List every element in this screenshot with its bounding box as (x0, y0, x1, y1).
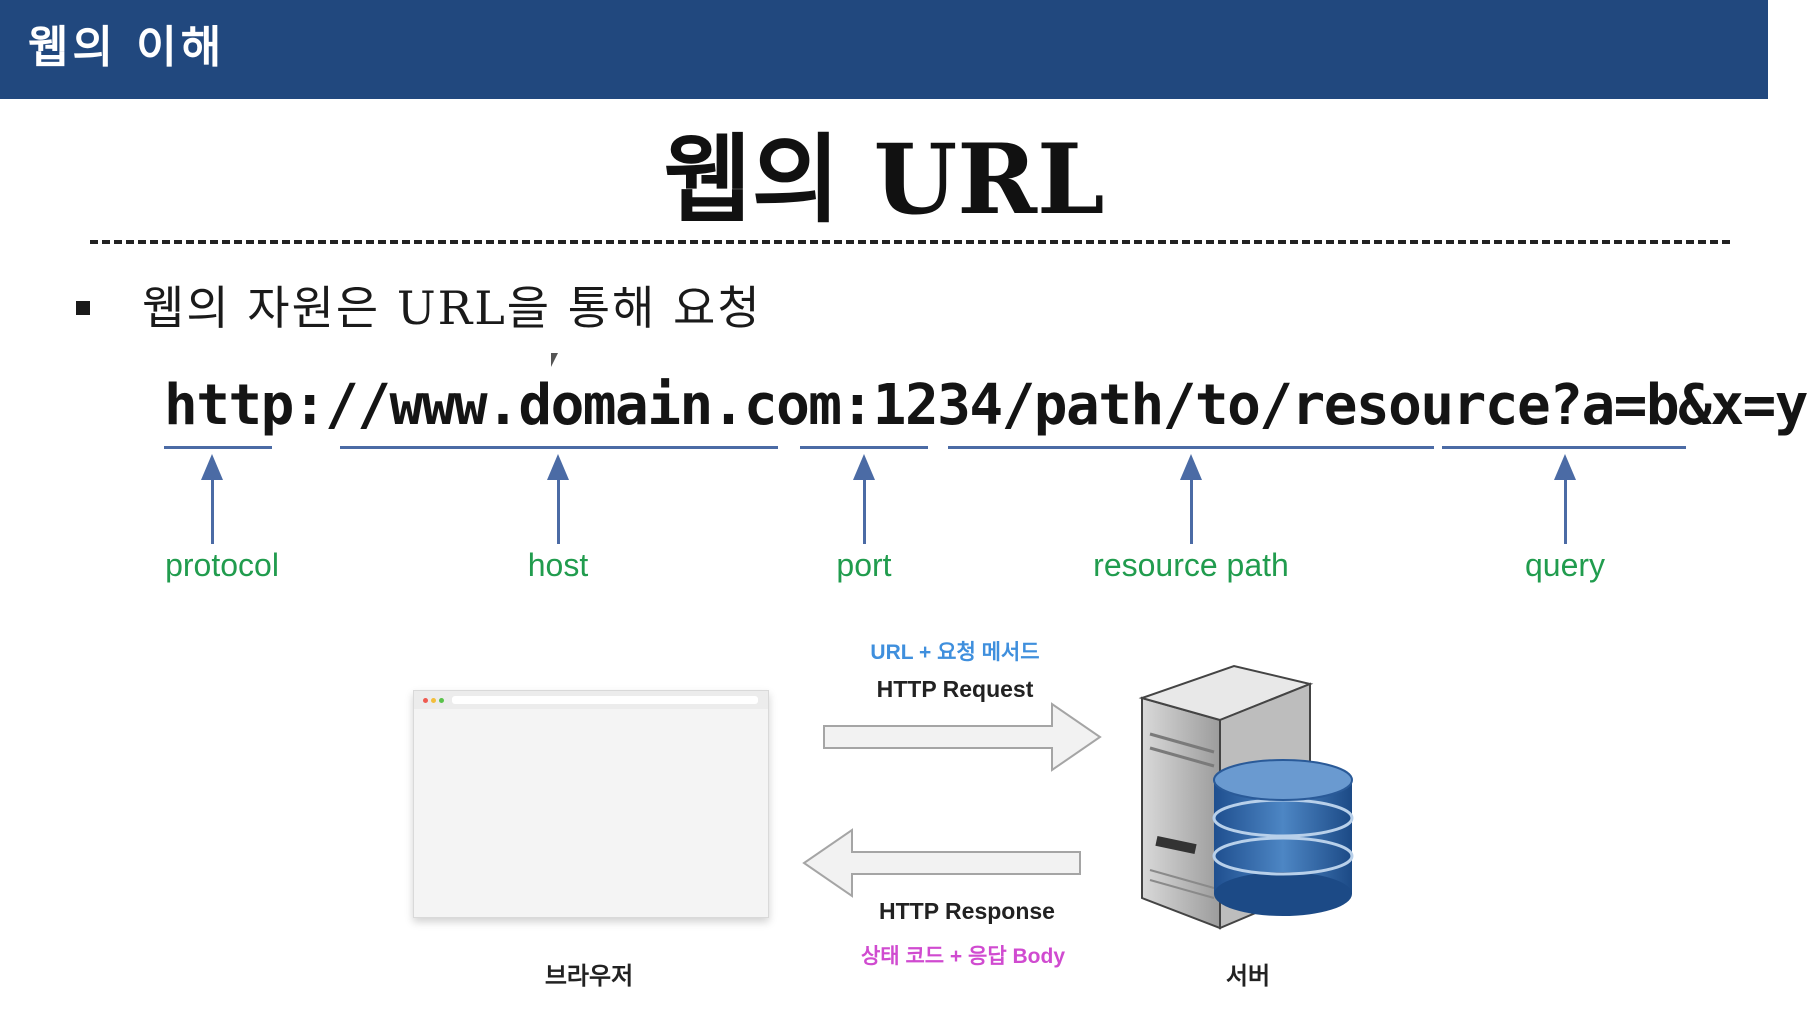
server-caption: 서버 (1225, 962, 1271, 990)
label-resource-path: resource path (1093, 547, 1289, 583)
header-bar: 웹의 이해 (0, 0, 1768, 99)
mouse-cursor-icon (551, 353, 558, 367)
http-request-label: HTTP Request (876, 676, 1034, 702)
resource-path-arrow-shaft (1190, 470, 1193, 544)
title-divider (90, 240, 1730, 244)
server-database-icon (1138, 664, 1354, 930)
protocol-arrow-shaft (211, 470, 214, 544)
browser-address-bar (452, 696, 758, 704)
port-up-arrow-icon (853, 454, 875, 480)
host-up-arrow-icon (547, 454, 569, 480)
response-note: 상태 코드 + 응답 Body (860, 945, 1066, 968)
browser-window-illustration (413, 690, 769, 918)
slide-title: 웹의 URL (663, 123, 1105, 236)
host-arrow-shaft (557, 470, 560, 544)
label-protocol: protocol (165, 547, 279, 583)
maximize-dot-icon (439, 698, 444, 703)
request-note: URL + 요청 메서드 (870, 641, 1040, 664)
header-title: 웹의 이해 (28, 22, 226, 73)
request-arrow-icon (823, 702, 1102, 772)
protocol-underline (164, 446, 272, 449)
query-arrow-shaft (1564, 470, 1567, 544)
port-underline (800, 446, 928, 449)
port-arrow-shaft (863, 470, 866, 544)
close-dot-icon (423, 698, 428, 703)
minimize-dot-icon (431, 698, 436, 703)
bullet-square-icon (76, 301, 90, 315)
query-underline (1442, 446, 1686, 449)
label-host: host (527, 547, 589, 583)
resource-path-underline (948, 446, 1434, 449)
browser-title-bar (414, 691, 768, 709)
http-response-label: HTTP Response (879, 898, 1055, 924)
query-up-arrow-icon (1554, 454, 1576, 480)
response-arrow-icon (802, 828, 1081, 898)
protocol-up-arrow-icon (201, 454, 223, 480)
host-underline (340, 446, 778, 449)
url-example: http://www.domain.com:1234/path/to/resou… (164, 373, 1807, 438)
browser-caption: 브라우저 (544, 962, 634, 990)
bullet-text: 웹의 자원은 URL을 통해 요청 (142, 281, 762, 335)
label-query: query (1524, 547, 1606, 583)
label-port: port (836, 547, 892, 583)
resource-path-up-arrow-icon (1180, 454, 1202, 480)
